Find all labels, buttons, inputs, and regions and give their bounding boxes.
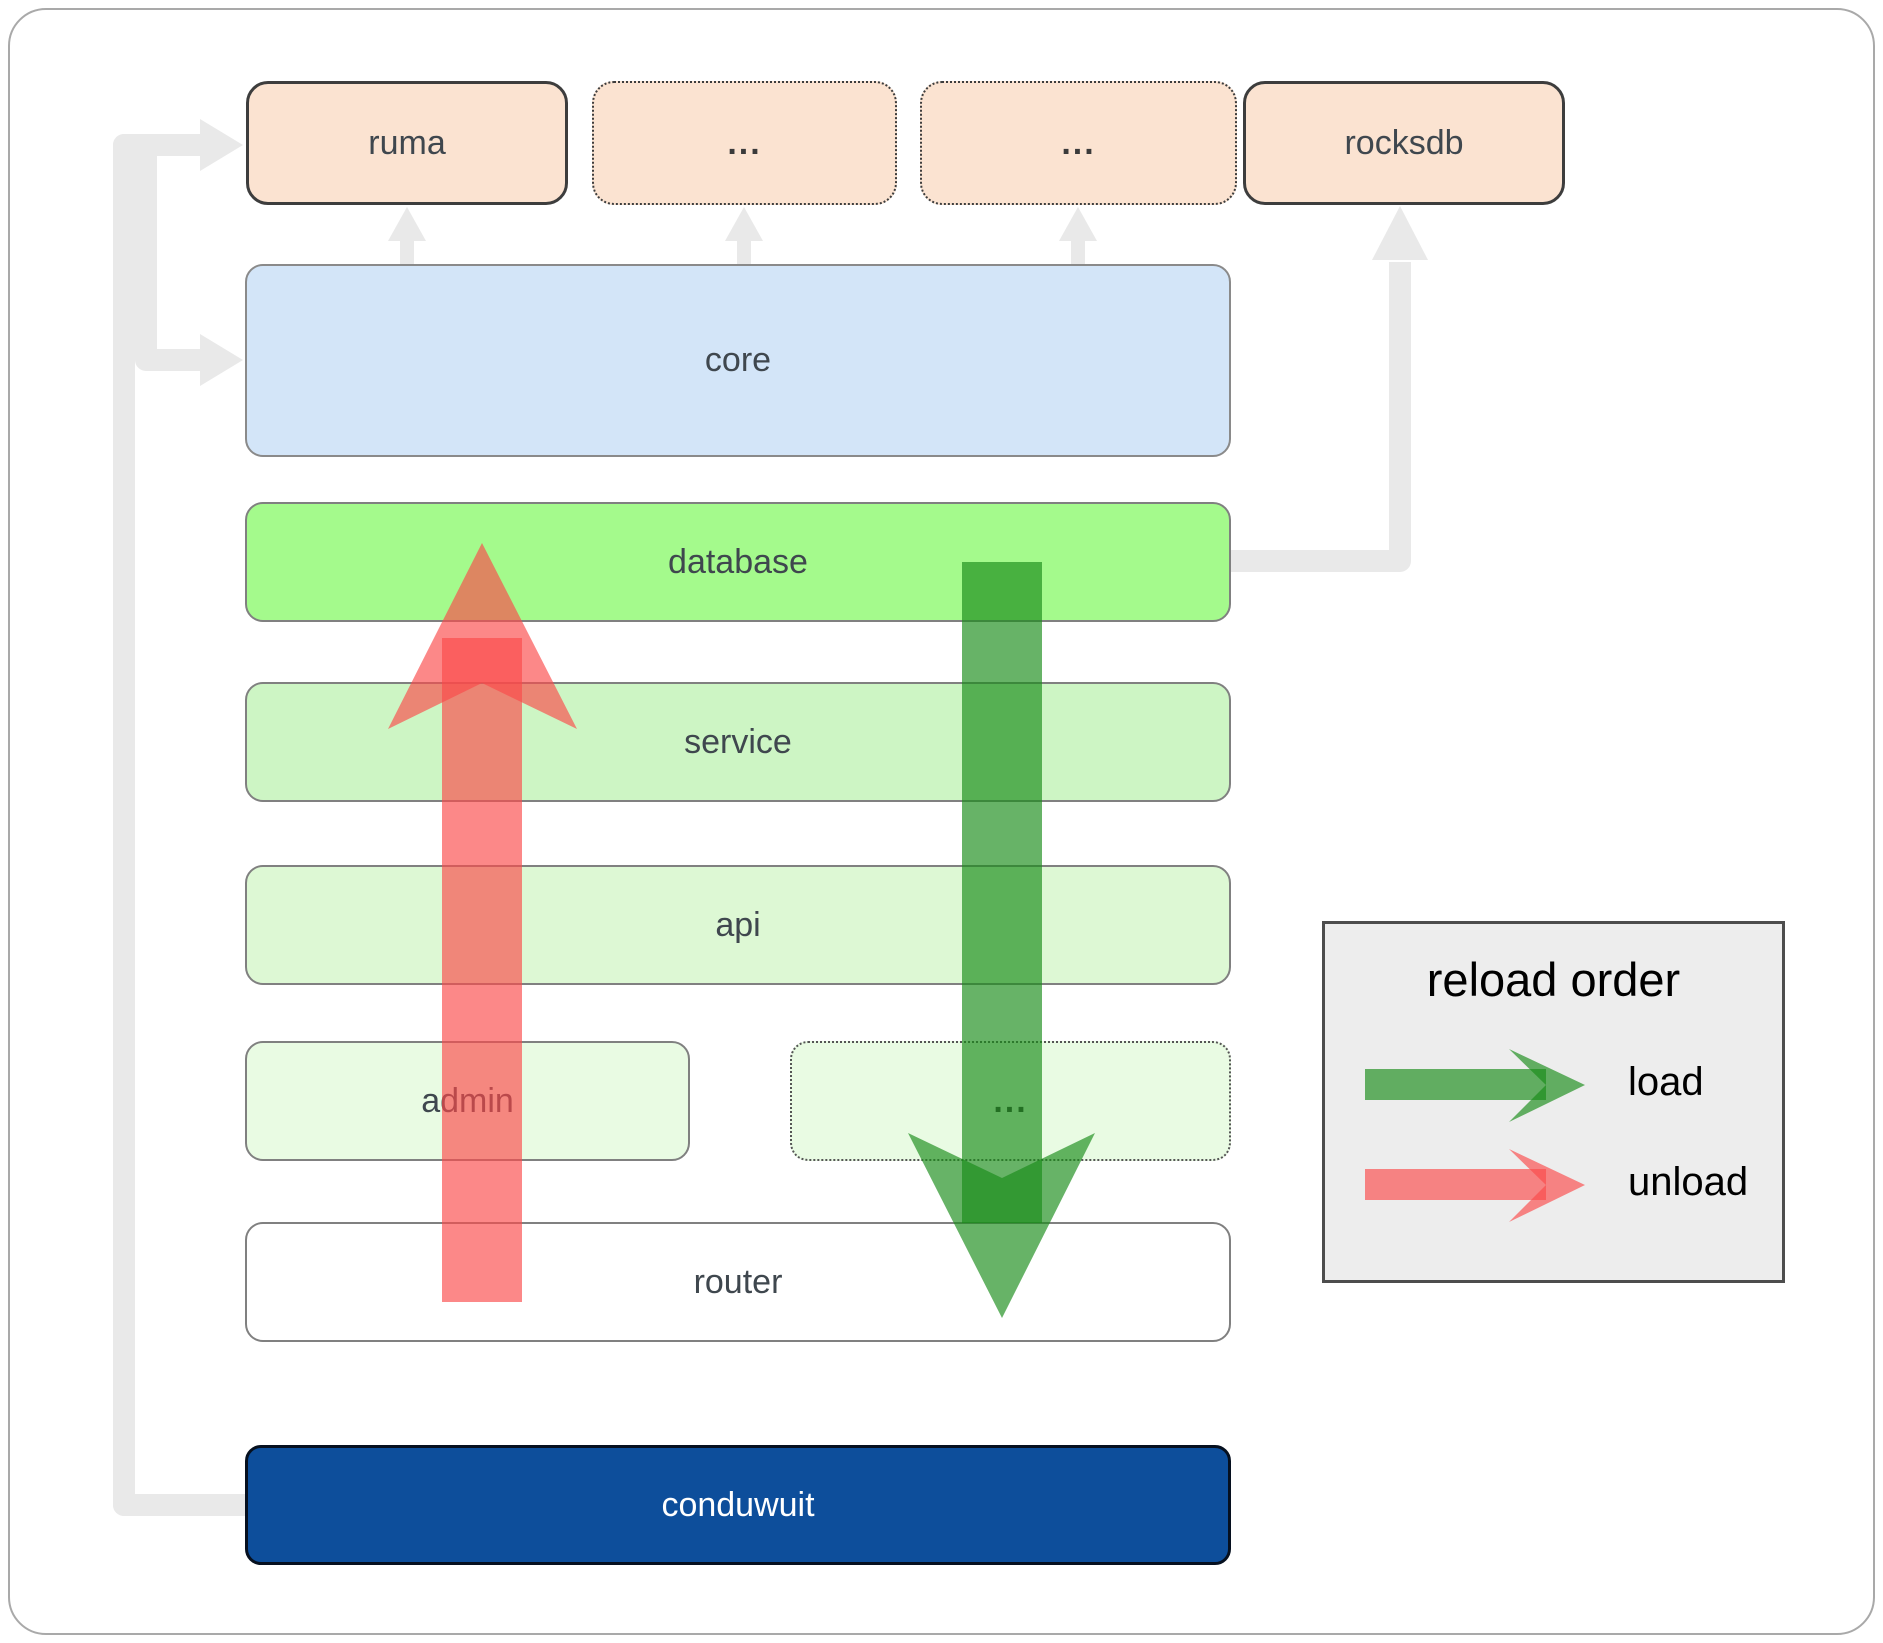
- database-label: database: [668, 542, 808, 581]
- top-dots-right-label: ...: [1061, 123, 1096, 162]
- conduwuit-box: conduwuit: [245, 1445, 1231, 1565]
- rocksdb-box: rocksdb: [1243, 81, 1565, 205]
- router-label: router: [693, 1262, 783, 1301]
- core-box: core: [245, 264, 1231, 457]
- admin-label: admin: [421, 1081, 514, 1120]
- admin-dots-box: ...: [790, 1041, 1231, 1161]
- api-box: api: [245, 865, 1231, 985]
- core-label: core: [704, 341, 772, 379]
- top-dots-right-box: ...: [920, 81, 1237, 205]
- top-dots-left-box: ...: [592, 81, 897, 205]
- legend-title: reload order: [1426, 953, 1681, 1006]
- diagram-card: [8, 8, 1875, 1635]
- service-label: service: [684, 722, 792, 761]
- legend-load-arrow: [1365, 1049, 1585, 1122]
- legend-load-label: load: [1628, 1060, 1704, 1104]
- rocksdb-label: rocksdb: [1344, 123, 1464, 162]
- router-box: router: [245, 1222, 1231, 1342]
- admin-dots-label: ...: [993, 1081, 1028, 1120]
- top-dots-left-label: ...: [727, 123, 762, 162]
- api-label: api: [715, 905, 761, 944]
- database-box: database: [245, 502, 1231, 622]
- admin-box: admin: [245, 1041, 690, 1161]
- ruma-label: ruma: [368, 123, 446, 162]
- legend-arrows: [1365, 1049, 1585, 1222]
- ruma-box: ruma: [246, 81, 568, 205]
- legend-panel: reload order load unload: [1322, 921, 1785, 1283]
- conduwuit-label: conduwuit: [661, 1485, 815, 1524]
- legend-unload-arrow: [1365, 1149, 1585, 1222]
- service-box: service: [245, 682, 1231, 802]
- legend-unload-label: unload: [1628, 1160, 1749, 1204]
